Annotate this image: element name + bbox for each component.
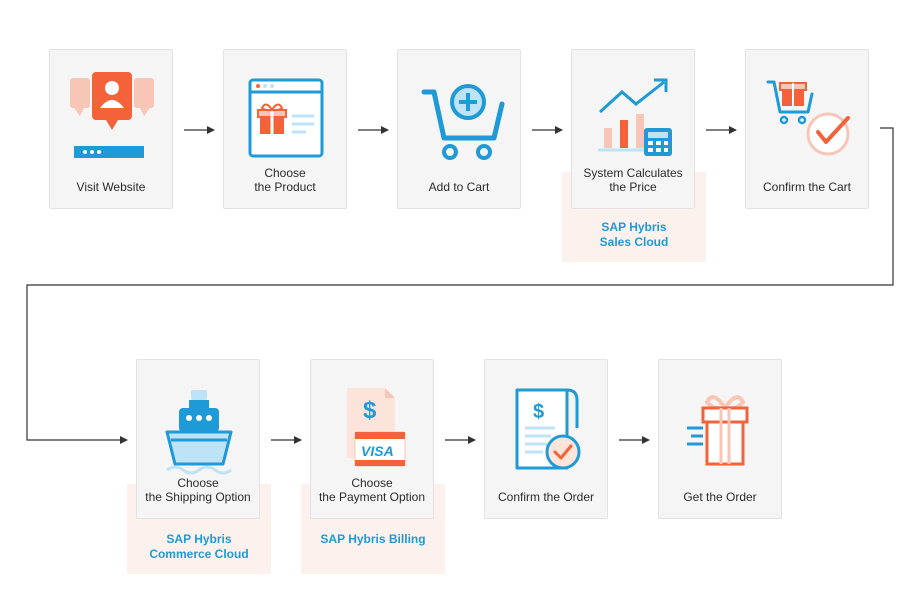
step-choose-product: Choose the Product	[223, 49, 347, 209]
step-label: Choose the Product	[254, 166, 316, 194]
product-page-icon	[248, 78, 324, 158]
step-confirm-order: $ Confirm the Order	[484, 359, 608, 519]
step-label: Visit Website	[76, 180, 146, 194]
step-label: Choose the Payment Option	[318, 476, 426, 504]
ship-icon	[165, 390, 233, 475]
step-label: Confirm the Order	[497, 490, 595, 504]
step-get-order: Get the Order	[658, 359, 782, 519]
visa-payment-icon: $ VISA	[347, 388, 406, 467]
add-to-cart-icon	[421, 84, 505, 160]
sap-sales-cloud-label: SAP Hybris Sales Cloud	[599, 220, 669, 249]
step-label: Confirm the Cart	[762, 180, 852, 194]
step-label: Add to Cart	[428, 180, 490, 194]
svg-text:$: $	[363, 397, 377, 424]
price-chart-calculator-icon	[598, 78, 672, 156]
cart-confirm-icon	[766, 80, 850, 156]
step-system-calculates-price: System Calculates the Price	[571, 49, 695, 209]
visa-logo-text: VISA	[361, 443, 394, 459]
arrow-5-6-wrap	[26, 127, 894, 444]
svg-text:$: $	[533, 401, 544, 423]
step-label: Choose the Shipping Option	[145, 476, 251, 504]
step-label: System Calculates the Price	[583, 166, 683, 194]
step-confirm-cart: Confirm the Cart	[745, 49, 869, 209]
step-choose-shipping: Choose the Shipping Option	[136, 359, 260, 519]
step-visit-website: Visit Website	[49, 49, 173, 209]
step-label: Get the Order	[683, 490, 757, 504]
step-choose-payment: $ VISA Choose the Payment Option	[310, 359, 434, 519]
gift-box-icon	[687, 395, 749, 466]
receipt-check-icon: $	[515, 388, 581, 470]
step-add-to-cart: Add to Cart	[397, 49, 521, 209]
sap-commerce-cloud-label: SAP Hybris Commerce Cloud	[149, 532, 249, 561]
user-pin-browser-icon	[70, 72, 154, 158]
sap-billing-label: SAP Hybris Billing	[320, 532, 426, 546]
